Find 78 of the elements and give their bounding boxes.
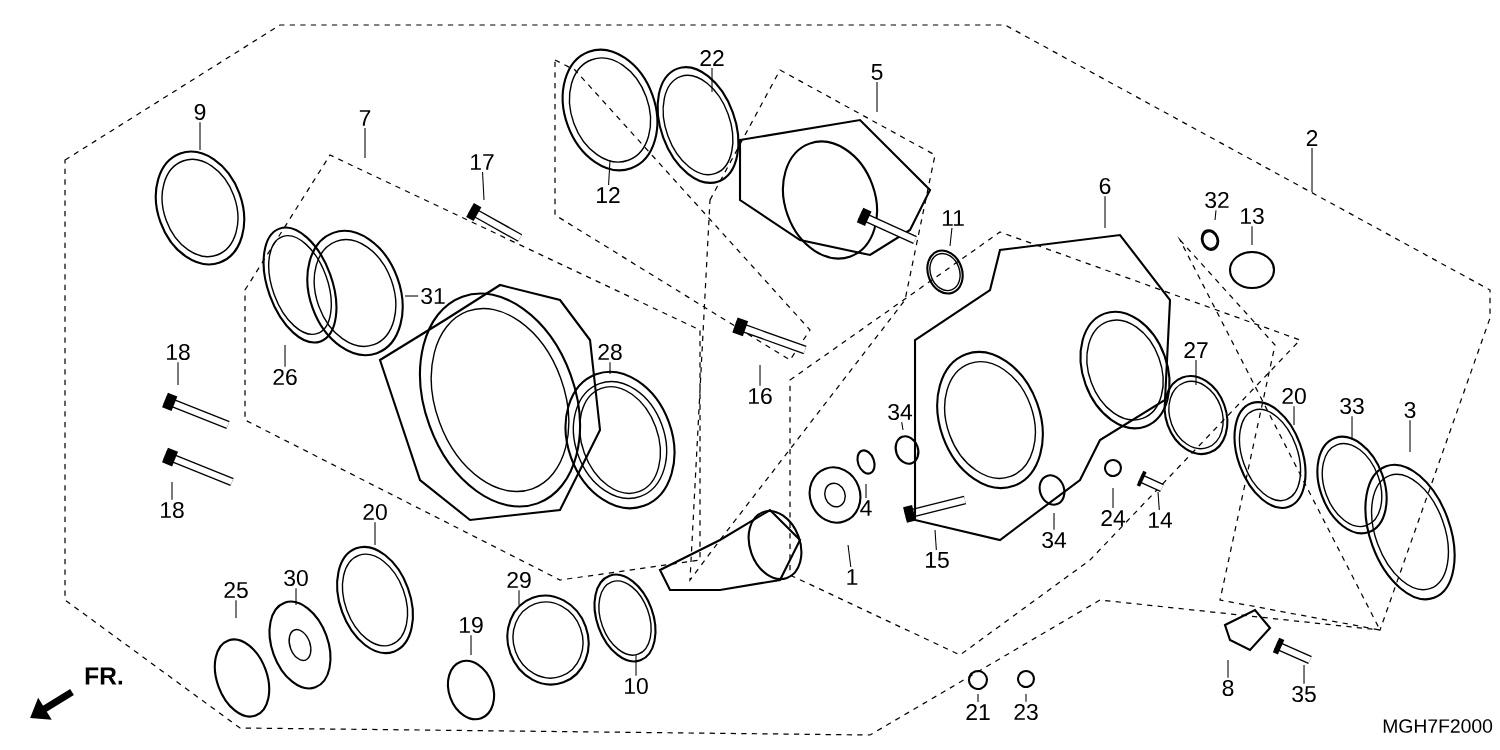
leader-line — [711, 67, 713, 93]
callout-number: 31 — [421, 287, 445, 305]
leader-line — [518, 589, 520, 606]
leader-line — [470, 634, 472, 656]
leader-line — [171, 481, 173, 501]
leader-line — [865, 483, 867, 499]
leader-line — [876, 81, 878, 113]
leader-line — [284, 344, 286, 368]
leader-line — [934, 529, 937, 551]
callout-number: 28 — [598, 343, 622, 361]
callout-number: 20 — [1282, 387, 1306, 405]
leader-line — [949, 227, 953, 247]
callout-number: 5 — [871, 64, 883, 80]
leader-line — [847, 544, 852, 568]
leader-line — [1053, 512, 1055, 531]
callout-number: 35 — [1292, 685, 1316, 703]
callout-number: 19 — [460, 616, 483, 634]
leader-line — [1293, 405, 1295, 426]
callout-number: 13 — [1241, 207, 1264, 225]
leader-line — [901, 421, 904, 431]
leader-line — [482, 171, 485, 201]
callout-number: 12 — [597, 187, 620, 203]
callout-number: 4 — [860, 500, 872, 516]
callout-number: 24 — [1101, 510, 1126, 526]
leader-line — [1351, 415, 1353, 441]
leader-line — [1214, 209, 1217, 221]
leader-line — [295, 587, 297, 606]
callout-number: 7 — [359, 110, 371, 126]
callout-number: 34 — [888, 403, 913, 421]
leader-line — [374, 521, 376, 546]
callout-number: 33 — [1340, 397, 1364, 415]
leader-line — [1227, 659, 1229, 679]
callout-number: 21 — [966, 704, 990, 720]
callout-number: 9 — [194, 103, 206, 121]
callout-number: 10 — [625, 677, 648, 695]
callout-number: 18 — [167, 343, 190, 361]
callout-number: 30 — [284, 569, 308, 587]
leader-line — [1311, 147, 1313, 193]
leader-line — [1409, 419, 1411, 453]
leader-line — [1112, 487, 1114, 509]
callout-number: 22 — [700, 50, 724, 66]
leader-line — [235, 599, 237, 619]
callout-number: 27 — [1184, 342, 1208, 358]
leader-line — [1025, 693, 1027, 703]
direction-label: FR. — [85, 667, 123, 685]
callout-number: 8 — [1222, 679, 1234, 697]
callout-number: 6 — [1099, 177, 1111, 195]
leader-line — [608, 159, 611, 186]
leader-line — [609, 361, 611, 375]
callout-number: 17 — [471, 154, 494, 170]
leader-line — [1157, 491, 1160, 511]
leader-line — [404, 295, 419, 297]
callout-number: 26 — [273, 368, 297, 386]
part-code: MGH7F2000 — [1383, 719, 1493, 733]
callout-number: 16 — [749, 387, 772, 405]
leader-line — [364, 127, 366, 159]
callout-number: 29 — [507, 571, 531, 589]
leader-line — [1251, 225, 1253, 246]
callout-number: 11 — [942, 210, 964, 226]
callout-number: 25 — [224, 581, 248, 599]
callout-number: 18 — [161, 501, 184, 519]
leader-line — [1104, 195, 1106, 229]
leader-line — [177, 361, 179, 386]
leader-line — [635, 654, 637, 677]
callout-number: 3 — [1404, 401, 1416, 419]
leader-line — [1195, 359, 1197, 386]
leader-line — [199, 121, 201, 151]
callout-number: 1 — [847, 569, 858, 585]
callout-number: 15 — [926, 552, 949, 568]
leader-line — [1303, 664, 1305, 685]
callout-number: 32 — [1205, 191, 1229, 209]
leader-line — [759, 364, 761, 387]
callout-number: 14 — [1149, 512, 1173, 528]
callout-number: 2 — [1306, 130, 1318, 146]
callout-number: 23 — [1014, 703, 1038, 721]
leader-line — [977, 693, 979, 703]
callout-number: 34 — [1042, 531, 1067, 549]
callout-number: 20 — [363, 503, 387, 521]
